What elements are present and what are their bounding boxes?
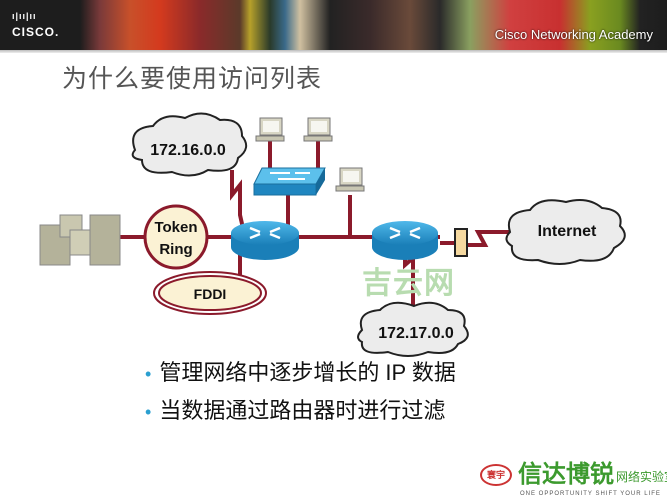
cloud-172-16: 172.16.0.0: [131, 112, 248, 177]
svg-text:172.16.0.0: 172.16.0.0: [150, 142, 226, 159]
fddi-ring: FDDI: [153, 271, 267, 315]
cisco-logo-text: CISCO.: [12, 25, 60, 39]
bullet-icon: •: [145, 402, 152, 422]
academy-label: Cisco Networking Academy: [494, 27, 653, 42]
bullet-list: • 管理网络中逐步增长的 IP 数据 • 当数据通过路由器时进行过滤: [145, 358, 456, 434]
pc-icon: [255, 117, 285, 142]
header-divider: [0, 50, 667, 53]
slide-title: 为什么要使用访问列表: [62, 65, 323, 93]
cisco-logo: ı|ıı|ıı CISCO.: [12, 10, 59, 40]
bullet-icon: •: [145, 364, 152, 384]
router-icon: [231, 221, 299, 260]
svg-text:FDDI: FDDI: [194, 286, 227, 302]
bullet-text: 管理网络中逐步增长的 IP 数据: [159, 360, 456, 385]
bullet-item: • 管理网络中逐步增长的 IP 数据: [145, 358, 456, 396]
footer-brand: 信达博锐: [518, 461, 614, 488]
footer-slogan: ONE OPPORTUNITY SHIFT YOUR LIFE: [520, 491, 661, 497]
watermark: 吉云网: [362, 267, 455, 300]
svg-text:Token: Token: [154, 219, 197, 236]
pc-icon: [303, 117, 333, 142]
token-ring: Token Ring: [143, 204, 209, 270]
cisco-bars-icon: ı|ıı|ıı: [12, 11, 37, 21]
footer-badge: 寰宇: [480, 464, 512, 486]
pc-icon: [335, 167, 365, 192]
svg-text:Internet: Internet: [538, 223, 597, 240]
bullet-text: 当数据通过路由器时进行过滤: [159, 398, 446, 423]
svg-text:Ring: Ring: [159, 241, 192, 258]
svg-text:172.17.0.0: 172.17.0.0: [378, 325, 454, 342]
server-icon: [39, 214, 121, 266]
cloud-172-17: 172.17.0.0: [357, 301, 469, 357]
csu-dsu-icon: [454, 228, 468, 257]
footer-logo: 寰宇 信达博锐 网络实验室 ONE OPPORTUNITY SHIFT YOUR…: [480, 462, 667, 500]
cloud-internet: Internet: [505, 199, 626, 265]
router-icon: [372, 221, 438, 260]
bullet-item: • 当数据通过路由器时进行过滤: [145, 396, 456, 434]
header-banner: [0, 0, 667, 50]
switch-icon: [253, 167, 326, 196]
footer-sub: 网络实验室: [616, 470, 667, 484]
